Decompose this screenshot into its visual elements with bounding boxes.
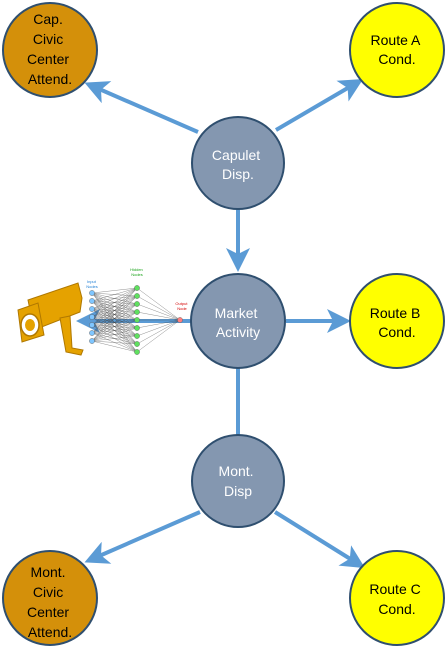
nn-edge (91, 287, 138, 334)
nn-hidden-node (134, 293, 140, 299)
nn-hidden-node (134, 285, 140, 291)
nn-hidden-node (134, 301, 140, 307)
node-label: Mont. Civic Center Attend. (27, 564, 73, 640)
node-market-activity: Market Activity (190, 273, 286, 369)
node-cap-civic-center-attend: Cap. Civic Center Attend. (2, 2, 98, 98)
nn-output-node (177, 317, 183, 323)
input-nodes-label: Input Nodes (86, 279, 98, 289)
nn-edge (91, 311, 138, 342)
arrow-mont-to-route-c (273, 510, 366, 569)
output-node-label: Output Node (175, 301, 188, 311)
node-route-a-cond: Route A Cond. (349, 2, 445, 98)
node-mont-civic-center-attend: Mont. Civic Center Attend. (2, 550, 98, 646)
neural-network-edges (91, 287, 181, 353)
nn-edge (136, 319, 181, 337)
node-label: Route C Cond. (369, 581, 424, 617)
nn-edge (91, 295, 138, 342)
nn-hidden-node (134, 309, 140, 315)
nn-edge (91, 319, 138, 342)
nn-edge (91, 287, 138, 302)
hidden-nodes-label: Hidden Nodes (130, 267, 144, 277)
arrow-capulet-to-route-a (274, 78, 364, 132)
nn-edge (91, 335, 138, 342)
nn-input-node (89, 298, 95, 304)
nn-edge (91, 287, 138, 342)
nn-input-node (89, 290, 95, 296)
nn-input-node (89, 306, 95, 312)
node-route-b-cond: Route B Cond. (349, 273, 445, 369)
node-label: Cap. Civic Center Attend. (27, 11, 73, 87)
nn-hidden-node (134, 325, 140, 331)
nn-edge (136, 303, 181, 321)
node-capulet-disp: Capulet Disp. (191, 116, 285, 210)
nn-input-node (89, 338, 95, 344)
nn-edge (136, 319, 181, 353)
node-route-c-cond: Route C Cond. (349, 550, 445, 646)
node-label: Market Activity (215, 305, 262, 340)
nn-hidden-node (134, 333, 140, 339)
nn-edge (136, 311, 181, 321)
nn-edge (136, 319, 181, 329)
nn-edge (91, 287, 138, 294)
nn-edge (91, 340, 138, 353)
nn-input-node (89, 314, 95, 320)
nn-edge (91, 287, 138, 326)
node-label: Capulet Disp. (212, 147, 264, 182)
arrow-mont-to-mont-civic (84, 510, 201, 564)
nn-edge (91, 287, 138, 318)
nn-edge (91, 303, 138, 342)
arrow-capulet-to-cap-civic (84, 81, 199, 134)
node-mont-disp: Mont. Disp (191, 434, 285, 528)
nn-hidden-node (134, 317, 140, 323)
nn-input-node (89, 330, 95, 336)
nn-edge (91, 340, 138, 345)
neural-network-graphic: Input Nodes Hidden Nodes Output Node (86, 267, 188, 355)
nn-hidden-node (134, 341, 140, 347)
nn-input-node (89, 322, 95, 328)
camera-icon (17, 282, 84, 356)
nn-hidden-node (134, 349, 140, 355)
nn-edge (136, 287, 181, 321)
neural-network-nodes (89, 285, 183, 355)
nn-edge (136, 319, 181, 345)
node-label: Route A Cond. (371, 32, 424, 67)
nn-edge (91, 327, 138, 342)
nn-edge (91, 287, 138, 310)
nn-edge (136, 295, 181, 321)
node-label: Mont. Disp (219, 463, 258, 499)
node-label: Route B Cond. (370, 305, 424, 340)
